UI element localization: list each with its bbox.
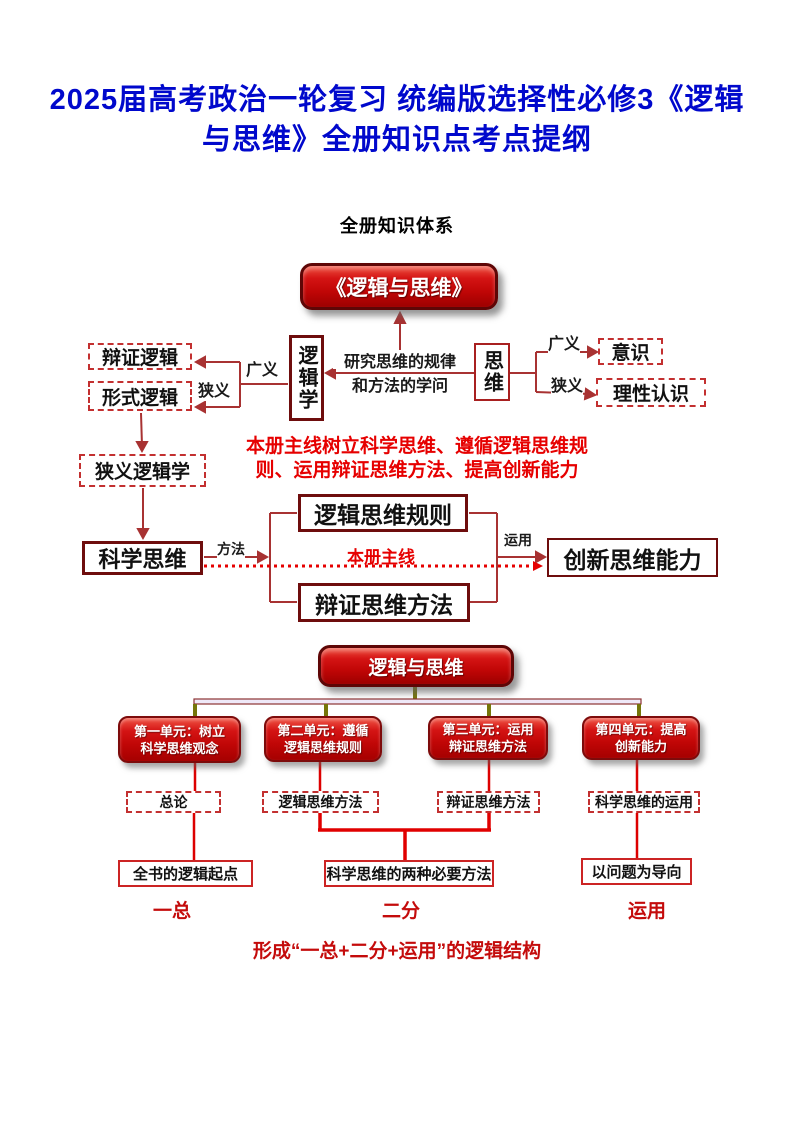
summary-label-left: 一总 (152, 901, 191, 922)
box-dialectical-logic: 辩证逻辑 (88, 343, 192, 370)
arrow-right-icon (497, 550, 548, 564)
label-book-mainline: 本册主线 (347, 548, 415, 567)
arrow-down-icon (135, 412, 149, 454)
box-formal-logic: 形式逻辑 (88, 381, 192, 411)
label-apply: 运用 (504, 530, 532, 550)
unit2-title-line1: 第二单元：遵循 (277, 723, 369, 738)
summary-label-middle: 二分 (381, 901, 420, 922)
unit2-tag-box: 逻辑思维方法 (262, 791, 379, 813)
arrow-down-icon (136, 488, 150, 541)
label-note-line2: 和方法的学问 (341, 374, 459, 395)
unit4-title-line2: 创新能力 (614, 739, 667, 754)
tree-root-button-logic-and-thinking: 逻辑与思维 (318, 645, 514, 687)
box-dialectical-thinking-methods: 辩证思维方法 (298, 583, 470, 622)
label-broad-left: 广义 (246, 356, 279, 380)
label-narrow-right: 狭义 (551, 372, 584, 396)
box-innovative-thinking-ability: 创新思维能力 (547, 538, 718, 577)
label-note-line1: 研究思维的规律 (333, 350, 467, 371)
box-scientific-thinking: 科学思维 (82, 541, 203, 575)
unit4-box: 第四单元：提高 创新能力 (582, 716, 700, 760)
bottom-box-middle: 科学思维的两种必要方法 (324, 860, 494, 887)
arrow-up-icon (393, 310, 407, 352)
dotted-mainline (204, 561, 543, 571)
unit4-tag-box: 科学思维的运用 (588, 791, 700, 813)
label-method: 方法 (217, 539, 245, 559)
unit3-tag-box: 辩证思维方法 (437, 791, 540, 813)
unit2-box: 第二单元：遵循 逻辑思维规则 (264, 716, 382, 762)
unit2-title-line2: 逻辑思维规则 (283, 740, 362, 755)
unit3-title-line1: 第三单元：运用 (442, 722, 534, 737)
arrow-left-icon (323, 366, 474, 380)
section-subtitle: 全册知识体系 (340, 216, 454, 236)
root-button-logic-and-thinking: 《逻辑与思维》 (300, 263, 498, 310)
unit1-title-line1: 第一单元：树立 (133, 723, 225, 739)
mainline-statement-line2: 则、运用辩证思维方法、提高创新能力 (255, 460, 579, 481)
unit1-title-line2: 科学思维观念 (140, 740, 219, 756)
box-rational-cognition: 理性认识 (596, 378, 706, 407)
bottom-box-right: 以问题为导向 (581, 858, 692, 885)
label-narrow-left: 狭义 (198, 377, 231, 401)
box-narrow-logic-science: 狭义逻辑学 (79, 454, 206, 487)
page-title: 2025届高考政治一轮复习 统编版选择性必修3《逻辑 与思维》全册知识点考点提纲 (0, 80, 794, 160)
unit1-tag-box: 总论 (126, 791, 221, 813)
label-broad-right: 广义 (548, 330, 581, 354)
unit1-box: 第一单元：树立 科学思维观念 (118, 716, 241, 763)
diagram2-tree-connectors (192, 687, 642, 860)
box-consciousness: 意识 (598, 338, 663, 365)
box-logic-science: 逻辑学 (289, 335, 324, 421)
arrow-left-icon (193, 400, 240, 414)
box-logical-thinking-rules: 逻辑思维规则 (298, 494, 468, 532)
bottom-box-left: 全书的逻辑起点 (118, 860, 253, 887)
page-title-line2: 与思维》全册知识点考点提纲 (201, 124, 592, 156)
page-title-line1: 2025届高考政治一轮复习 统编版选择性必修3《逻辑 (49, 84, 745, 116)
unit3-box: 第三单元：运用 辩证思维方法 (428, 716, 548, 760)
diagram1-connectors (135, 310, 600, 603)
footer-structure-text: 形成“一总+二分+运用”的逻辑结构 (252, 941, 542, 962)
arrow-left-icon (193, 355, 240, 369)
mainline-statement: 本册主线树立科学思维、遵循逻辑思维规 则、运用辩证思维方法、提高创新能力 (172, 435, 662, 483)
summary-label-right: 运用 (627, 901, 666, 922)
unit4-title-line1: 第四单元：提高 (595, 722, 687, 737)
mainline-statement-line1: 本册主线树立科学思维、遵循逻辑思维规 (245, 436, 588, 457)
unit3-title-line2: 辩证思维方法 (448, 739, 527, 754)
box-thinking: 思维 (474, 343, 510, 401)
arrow-right-icon (533, 561, 543, 571)
